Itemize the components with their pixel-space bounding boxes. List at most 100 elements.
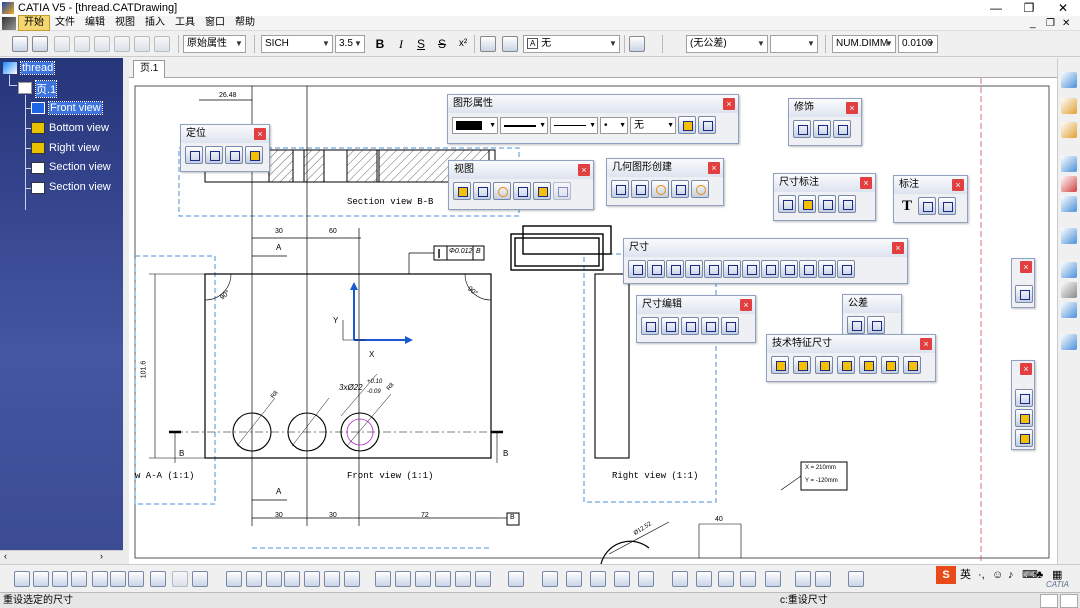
close-icon[interactable]: × — [708, 162, 720, 174]
minimize-button[interactable]: — — [990, 1, 1002, 15]
datum-feature-icon[interactable] — [847, 316, 865, 334]
feature-dim-icon[interactable] — [903, 356, 921, 374]
hole-table-icon[interactable] — [818, 260, 836, 278]
diameter-dim-icon[interactable] — [742, 260, 760, 278]
grid-icon[interactable] — [542, 571, 558, 587]
feature-dim-icon[interactable] — [837, 356, 855, 374]
points-table-icon[interactable] — [837, 260, 855, 278]
restore-button[interactable]: ❐ — [1023, 1, 1035, 15]
align-icon[interactable] — [185, 146, 203, 164]
color-combo[interactable]: ▼ — [452, 116, 498, 134]
line-icon[interactable] — [631, 180, 649, 198]
menu-edit[interactable]: 编辑 — [85, 17, 105, 28]
command-input-a[interactable] — [1040, 594, 1058, 608]
filter-icon[interactable] — [638, 571, 654, 587]
angle-dim-icon[interactable] — [704, 260, 722, 278]
close-icon[interactable]: × — [1020, 363, 1032, 375]
close-icon[interactable]: × — [1020, 261, 1032, 273]
detail-view-icon[interactable] — [493, 182, 511, 200]
panel-graphic-properties[interactable]: 图形属性 × ▼ ▼ ▼ •▼ 无▼ — [447, 94, 739, 144]
open-folder-icon[interactable] — [33, 571, 49, 587]
menu-file[interactable]: 文件 — [55, 17, 75, 28]
distribute-icon[interactable] — [205, 146, 223, 164]
panel-annotation[interactable]: 标注 × T — [893, 175, 968, 223]
zoom-out-icon[interactable] — [435, 571, 451, 587]
center-line-icon[interactable] — [793, 120, 811, 138]
save-icon[interactable] — [52, 571, 68, 587]
detail-icon[interactable] — [1061, 176, 1077, 192]
layer-icon[interactable] — [765, 571, 781, 587]
arrow-icon[interactable] — [833, 120, 851, 138]
detail-sheet-icon[interactable] — [54, 36, 70, 52]
update-icon[interactable] — [508, 571, 524, 587]
section-view-label[interactable]: Section view B-B — [347, 197, 434, 207]
section-view-icon[interactable] — [473, 182, 491, 200]
style-combo[interactable]: 原始属性▼ — [183, 35, 246, 53]
bold-button[interactable]: B — [375, 37, 385, 51]
help-icon[interactable] — [192, 571, 208, 587]
tree-view-front[interactable]: Front view — [48, 101, 103, 115]
dimension-system-icon[interactable] — [696, 571, 712, 587]
dim-30-b[interactable]: 30 — [329, 512, 337, 519]
menu-window[interactable]: 窗口 — [205, 17, 225, 28]
menu-start[interactable]: 开始 — [18, 15, 50, 31]
panel-geometry-creation[interactable]: 几何图形创建 × — [606, 158, 724, 206]
close-icon[interactable]: × — [723, 98, 735, 110]
comment-icon[interactable] — [266, 571, 282, 587]
ime-emoji-icon[interactable]: ☺ — [992, 569, 1004, 581]
close-icon[interactable]: × — [740, 299, 752, 311]
knowledge-icon[interactable] — [246, 571, 262, 587]
tab-sheet-1[interactable]: 页.1 — [133, 60, 166, 78]
panel-tolerance[interactable]: 公差 — [842, 294, 902, 338]
italic-button[interactable]: I — [399, 37, 403, 51]
table-icon[interactable] — [938, 197, 956, 215]
broken-view-icon[interactable] — [533, 182, 551, 200]
transform-icon[interactable] — [1061, 302, 1077, 318]
detail-icon[interactable] — [134, 36, 150, 52]
font-size-combo[interactable]: 3.5▼ — [335, 35, 365, 53]
strikethrough-button[interactable]: S — [437, 37, 446, 51]
align-icon[interactable] — [480, 36, 496, 52]
ime-skin-icon[interactable]: ♣ — [1036, 569, 1044, 581]
dim-26-48[interactable]: 26.48 — [219, 92, 237, 99]
thread-dim-icon[interactable] — [780, 260, 798, 278]
generate-dimension-icon[interactable] — [798, 195, 816, 213]
mdi-restore-button[interactable]: ❐ — [1046, 18, 1055, 29]
panel-views[interactable]: 视图 × — [448, 160, 594, 210]
datum-icon[interactable] — [838, 195, 856, 213]
view-frame-icon[interactable] — [740, 571, 756, 587]
dim-72[interactable]: 72 — [421, 512, 429, 519]
feature-dim-icon[interactable] — [859, 356, 877, 374]
sheet-icon[interactable] — [1061, 156, 1077, 172]
paint-icon[interactable] — [678, 116, 696, 134]
eraser-icon[interactable] — [848, 571, 864, 587]
sheet-icon[interactable] — [32, 36, 48, 52]
line-thickness-combo[interactable]: ▼ — [500, 116, 548, 134]
fit-all-icon[interactable] — [375, 571, 391, 587]
arc-icon[interactable] — [1061, 262, 1077, 278]
catia-menu-icon[interactable] — [2, 16, 16, 30]
print-icon[interactable] — [71, 571, 87, 587]
front-view-icon[interactable] — [453, 182, 471, 200]
point-type-combo[interactable]: •▼ — [600, 116, 628, 134]
anchor-icon[interactable] — [502, 36, 518, 52]
ime-keyboard-icon[interactable]: ⌨ — [1022, 569, 1038, 581]
create-overrun-icon[interactable] — [701, 317, 719, 335]
view-positioning-icon[interactable] — [1015, 285, 1033, 303]
ime-language[interactable]: 英 — [960, 569, 971, 581]
pan-icon[interactable] — [395, 571, 411, 587]
cumulated-dim-icon[interactable] — [666, 260, 684, 278]
ime-menu-icon[interactable]: ▦ — [1052, 569, 1063, 581]
stacked-dim-icon[interactable] — [685, 260, 703, 278]
zoom-area-icon[interactable] — [455, 571, 471, 587]
dim-height[interactable]: 101.6 — [140, 360, 148, 379]
windows-icon[interactable] — [1061, 334, 1077, 350]
grid-display-icon[interactable] — [672, 571, 688, 587]
symmetry-icon[interactable] — [1061, 282, 1077, 298]
tolerance-value-combo[interactable]: ▼ — [770, 35, 818, 53]
cut-icon[interactable] — [92, 571, 108, 587]
tree-root[interactable]: thread — [19, 61, 56, 75]
coordinate-dim-icon[interactable] — [799, 260, 817, 278]
snap-point-icon[interactable] — [566, 571, 582, 587]
ime-punct-icon[interactable]: ·, — [978, 569, 985, 581]
